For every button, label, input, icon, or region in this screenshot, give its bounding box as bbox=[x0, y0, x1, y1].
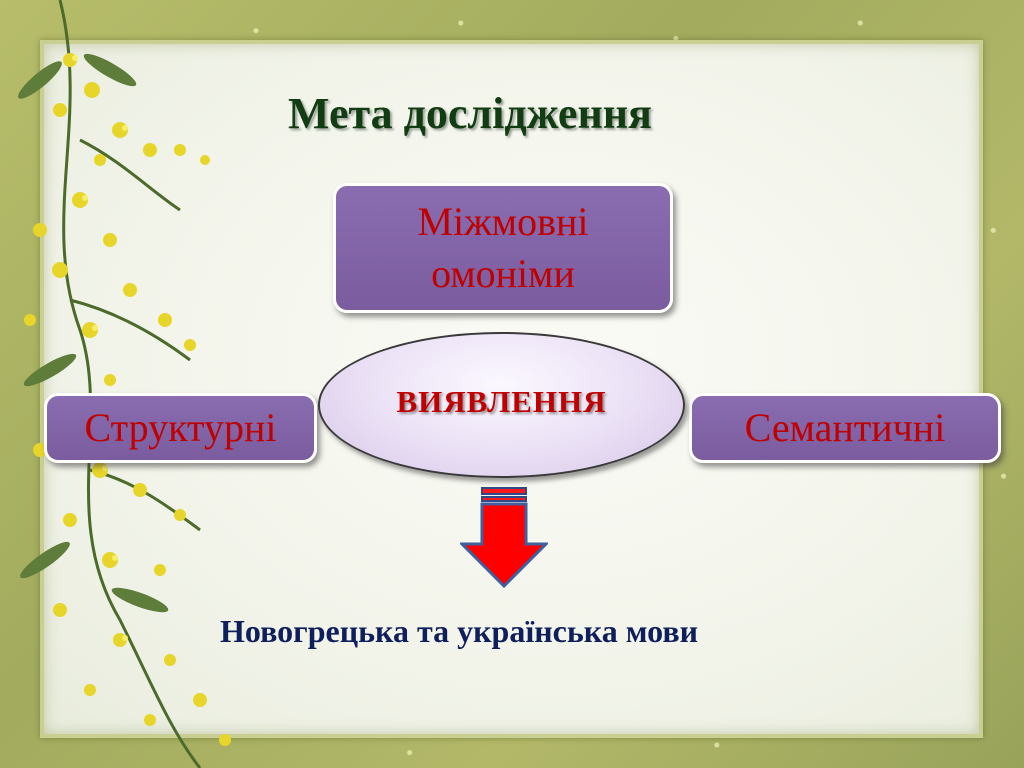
identification-ellipse: ВИЯВЛЕННЯ bbox=[318, 332, 685, 478]
top-box-line1: Міжмовні bbox=[417, 199, 589, 244]
top-box-line2: омоніми bbox=[431, 251, 575, 296]
down-arrow-icon bbox=[460, 487, 548, 588]
interlingual-homonyms-box: Міжмовні омоніми bbox=[333, 183, 673, 313]
left-box-label: Структурні bbox=[84, 405, 277, 450]
ellipse-label: ВИЯВЛЕННЯ bbox=[396, 384, 607, 419]
structural-box: Структурні bbox=[44, 393, 317, 463]
slide-title: Мета дослідження bbox=[288, 89, 652, 138]
semantic-box: Семантичні bbox=[689, 393, 1001, 463]
languages-caption: Новогрецька та українська мови bbox=[220, 613, 699, 649]
right-box-label: Семантичні bbox=[744, 405, 946, 450]
